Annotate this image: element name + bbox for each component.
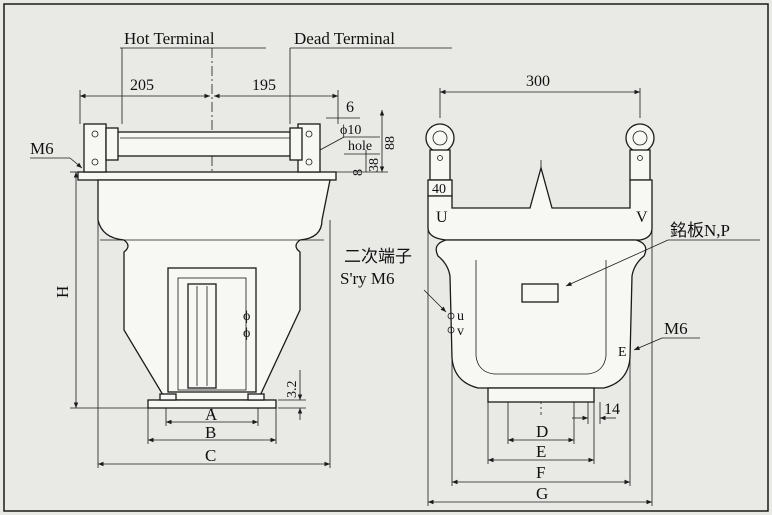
base-foot-right bbox=[247, 393, 265, 401]
dim-6: 6 bbox=[346, 99, 354, 116]
dim-40: 40 bbox=[432, 182, 446, 197]
bushing-v-ring bbox=[625, 123, 655, 153]
hole-label: hole bbox=[348, 139, 372, 154]
bushing-u-ring bbox=[425, 123, 455, 153]
dim-8: 8 bbox=[351, 169, 366, 176]
bushing-v-stem bbox=[629, 149, 651, 181]
dim-88: 88 bbox=[383, 136, 398, 150]
nameplate-label: 銘板N,P bbox=[670, 221, 730, 240]
dim-195: 195 bbox=[252, 77, 276, 94]
m6-left-label: M6 bbox=[30, 139, 54, 158]
u-mark: U bbox=[436, 209, 448, 226]
dim-a: A bbox=[205, 405, 218, 424]
dim-300: 300 bbox=[526, 73, 550, 90]
transformer-body-side bbox=[435, 239, 647, 389]
dead-terminal-label: Dead Terminal bbox=[294, 29, 395, 48]
secondary-terminal-label-jp: 二次端子 bbox=[344, 247, 412, 266]
dim-3-2: 3.2 bbox=[285, 381, 300, 399]
secondary-terminal-label-en: S'ry M6 bbox=[340, 269, 395, 288]
upper-body-side bbox=[427, 165, 653, 241]
terminal-u: u bbox=[457, 309, 464, 324]
core-bar bbox=[187, 283, 217, 389]
fuse-cylinder bbox=[109, 131, 299, 157]
core-window bbox=[167, 267, 257, 393]
v-mark: V bbox=[636, 209, 648, 226]
e-mark: E bbox=[618, 345, 627, 360]
svg-text:ϕ: ϕ bbox=[243, 309, 250, 324]
dim-205: 205 bbox=[130, 77, 154, 94]
m6-right-label: M6 bbox=[664, 319, 688, 338]
top-plate bbox=[77, 171, 337, 181]
core-window-inner bbox=[177, 277, 247, 391]
nameplate bbox=[521, 283, 559, 303]
hot-terminal-label: Hot Terminal bbox=[124, 29, 215, 48]
base-plate-front bbox=[147, 399, 277, 409]
dim-c: C bbox=[205, 446, 216, 465]
dim-b: B bbox=[205, 423, 216, 442]
svg-text:ϕ: ϕ bbox=[243, 326, 250, 341]
side-view: 300 40 U V 銘板N,P 二次端子 S'ry M6 u v bbox=[340, 73, 760, 506]
dim-h: H bbox=[53, 286, 72, 298]
phi10-label: ϕ10 bbox=[340, 123, 361, 138]
dim-14: 14 bbox=[604, 401, 620, 418]
bushing-u-stem bbox=[429, 149, 451, 181]
drawing-frame bbox=[3, 3, 769, 512]
dim-f: F bbox=[536, 463, 545, 482]
terminal-v: v bbox=[457, 324, 464, 339]
dim-38: 38 bbox=[367, 158, 382, 172]
dim-d: D bbox=[536, 422, 548, 441]
dim-g: G bbox=[536, 484, 548, 503]
dim-e: E bbox=[536, 442, 546, 461]
base-foot-left bbox=[159, 393, 177, 401]
base-plate-side bbox=[487, 387, 595, 403]
front-view: ϕ ϕ Hot Terminal Dead Terminal 205 195 6… bbox=[30, 29, 452, 468]
